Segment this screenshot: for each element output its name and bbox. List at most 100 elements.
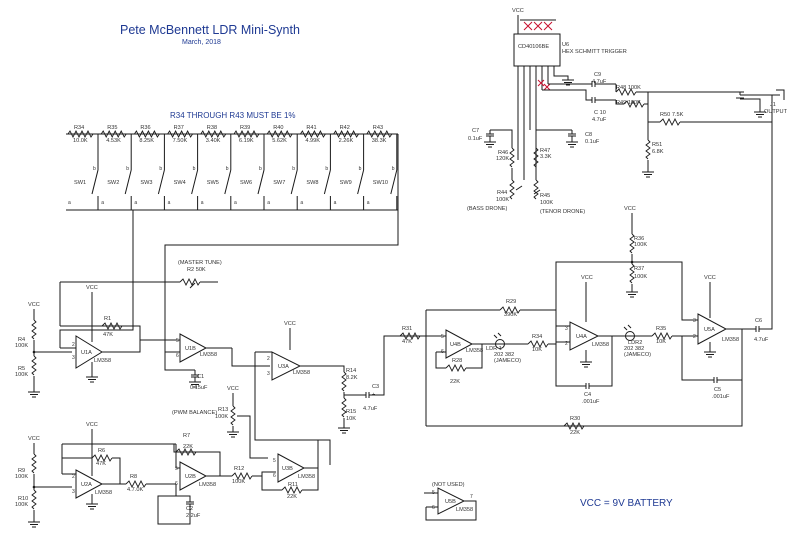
- r2-label: R2 50K: [187, 267, 206, 273]
- svg-text:5: 5: [441, 334, 444, 340]
- r9-value: 100K: [15, 474, 28, 480]
- r44-value: 100K: [496, 197, 509, 203]
- u3a-part: LM358: [293, 370, 310, 376]
- resistor-label-r34: R34: [74, 125, 84, 131]
- r14-value: 8.2K: [346, 375, 358, 381]
- resistor-r36: [134, 129, 160, 139]
- u1a-stage: VCC R4 100K R5 100K 23 U1A LM358 VCC R1 …: [15, 260, 222, 398]
- ldr2-value: 202 382: [624, 346, 644, 352]
- svg-text:6: 6: [432, 505, 435, 511]
- r47-label: R47: [540, 148, 550, 154]
- r34b-value: 10K: [532, 347, 542, 353]
- r4-label: R4: [18, 337, 25, 343]
- u3b-label: U3B: [282, 466, 293, 472]
- r6-value: 47K: [96, 461, 106, 467]
- switch-sw3: [157, 169, 165, 195]
- u2b-part: LM358: [199, 482, 216, 488]
- c1-label: C1: [197, 374, 204, 380]
- u1b-part: LM358: [200, 352, 217, 358]
- resistor-label-r41: R41: [306, 125, 316, 131]
- supply-note: VCC = 9V BATTERY: [580, 498, 673, 509]
- svg-text:+: +: [372, 392, 375, 398]
- r46-value: 120K: [496, 156, 509, 162]
- resistor-value-r39: 6.19K: [239, 138, 254, 144]
- switch-sw10: [390, 169, 398, 195]
- j1-output-label: OUTPUT: [764, 109, 788, 115]
- ldr1-maker: (JAMECO): [494, 358, 521, 364]
- switch-sw7: [290, 169, 298, 195]
- switch-sw4: [191, 169, 199, 195]
- resistor-r40: [266, 129, 293, 139]
- u5b-opamp: [437, 487, 466, 515]
- switch-terminal-b: b: [193, 166, 196, 172]
- switch-terminal-b: b: [93, 166, 96, 172]
- switch-terminal-a: a: [168, 200, 171, 206]
- ldr1-label: LDR 1: [486, 346, 502, 352]
- u4a-part: LM358: [592, 342, 609, 348]
- switch-label-sw6: SW6: [240, 180, 252, 186]
- r5-label: R5: [18, 366, 25, 372]
- vcc-label-10: VCC: [512, 8, 524, 14]
- switch-terminal-b: b: [292, 166, 295, 172]
- vcc-label-9: VCC: [704, 275, 716, 281]
- u3a-label: U3A: [278, 364, 289, 370]
- u5b-stage: (NOT USED) 56 U5B LM358 7: [424, 482, 477, 521]
- tenor-drone-label: (TENOR DRONE): [540, 209, 585, 215]
- resistor-r38: [200, 129, 227, 139]
- switch-terminal-b: b: [126, 166, 129, 172]
- switch-terminal-a: a: [334, 200, 337, 206]
- r9-label: R9: [18, 468, 25, 474]
- vcc-label-5: VCC: [28, 436, 40, 442]
- r11-label: R11: [288, 482, 298, 488]
- r48-label: R48 100K: [616, 85, 641, 91]
- switch-label-sw1: SW1: [74, 180, 86, 186]
- switch-terminal-b: b: [159, 166, 162, 172]
- u2b-stage: 56 U2B LM358 R7 22K C2 2.2uF R12 100K: [157, 433, 276, 525]
- switch-terminal-b: b: [259, 166, 262, 172]
- r1-value: 47K: [103, 332, 113, 338]
- r8-label: R8: [130, 474, 137, 480]
- c10-value: 4.7uF: [592, 117, 607, 123]
- switch-terminal-a: a: [267, 200, 270, 206]
- svg-text:6: 6: [176, 353, 179, 359]
- switch-sw2: [124, 169, 132, 195]
- r13-value: 100K: [215, 414, 228, 420]
- r30-value: 22K: [570, 430, 580, 436]
- c5-value: .001uF: [712, 394, 730, 400]
- switch-sw5: [224, 169, 232, 195]
- u3a-opamp: [271, 351, 302, 381]
- c4-value: .001uF: [582, 399, 600, 405]
- switch-label-sw4: SW4: [174, 180, 186, 186]
- switch-terminal-a: a: [101, 200, 104, 206]
- r44-label: R44: [497, 190, 507, 196]
- vcc-label-8: VCC: [624, 206, 636, 212]
- c9-value: 4.7uF: [592, 79, 607, 85]
- r37-label: R37: [634, 266, 644, 272]
- u1b-opamp: [179, 333, 208, 363]
- u6-ic-body: [513, 33, 561, 67]
- switch-terminal-b: b: [226, 166, 229, 172]
- u6-ref: U6: [562, 42, 569, 48]
- r30-label: R30: [570, 416, 580, 422]
- switch-label-sw5: SW5: [207, 180, 219, 186]
- r7-label: R7: [183, 433, 190, 439]
- r45-value: 100K: [540, 200, 553, 206]
- r37-value: 100K: [634, 274, 647, 280]
- bass-drone-label: (BASS DRONE): [467, 206, 508, 212]
- r35b-value: 10K: [656, 339, 666, 345]
- switch-label-sw2: SW2: [107, 180, 119, 186]
- c1-value: 0.15uF: [190, 385, 208, 391]
- u1a-label: U1A: [81, 350, 92, 356]
- pwm-balance: (PWM BALANCE) VCC R13 100K: [172, 386, 268, 459]
- resistor-value-r42: 2.26K: [339, 138, 354, 144]
- svg-text:2: 2: [72, 342, 75, 348]
- switch-label-sw10: SW10: [373, 180, 388, 186]
- switch-terminal-b: b: [359, 166, 362, 172]
- resistor-value-r41: 4.99K: [305, 138, 320, 144]
- vcc-label-2: VCC: [86, 285, 98, 291]
- switch-label-sw9: SW9: [340, 180, 352, 186]
